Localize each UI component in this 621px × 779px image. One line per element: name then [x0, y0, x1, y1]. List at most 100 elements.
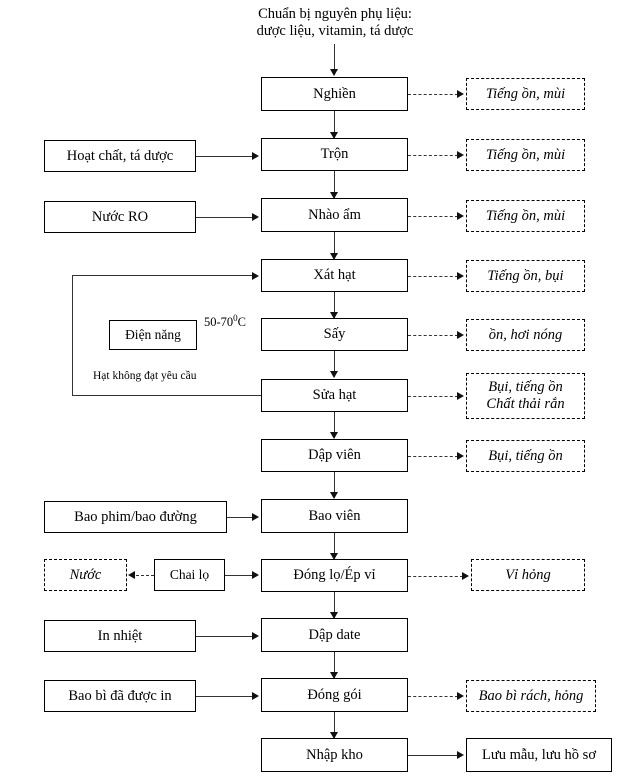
connector-nghien-waste [408, 94, 458, 95]
input-label: Điện năng [125, 327, 181, 343]
connector-say-suahat [334, 351, 336, 377]
process-step-label: Nhập kho [306, 746, 363, 763]
arrowhead-nghien-tron [329, 132, 338, 139]
waste-output-line: Nước [69, 566, 102, 583]
process-step-say[interactable]: Sấy [261, 318, 408, 351]
process-step-label: Nghiền [313, 85, 356, 102]
connector-nuocro-nhaoam [196, 216, 253, 218]
waste-output-say[interactable]: ồn, hơi nóng [466, 319, 585, 351]
process-step-bao-vien[interactable]: Bao viên [261, 499, 408, 533]
waste-output-line: Tiếng ồn, bụi [487, 267, 564, 284]
arrowhead-donggoi-nhapkho [329, 732, 338, 739]
input-in-nhiet[interactable]: In nhiệt [44, 620, 196, 652]
connector-suahat-dapvien [334, 412, 336, 438]
process-step-dong-goi[interactable]: Đóng gói [261, 678, 408, 712]
connector-nhaoam-waste [408, 216, 458, 217]
waste-output-xat-hat[interactable]: Tiếng ồn, bụi [466, 260, 585, 292]
connector-suahat-waste [408, 396, 458, 397]
process-step-tron[interactable]: Trộn [261, 138, 408, 171]
arrowhead-innhiet-dapdate [252, 631, 259, 640]
connector-baobi-donggoi [196, 695, 253, 697]
waste-output-dap-vien[interactable]: Bụi, tiếng ồn [466, 440, 585, 472]
arrowhead-dapdate-donggoi [329, 672, 338, 679]
waste-output-line: Tiếng ồn, mùi [485, 207, 566, 224]
process-step-sua-hat[interactable]: Sửa hạt [261, 379, 408, 412]
process-step-label: Đóng gói [307, 686, 362, 703]
input-label: Chai lọ [169, 567, 210, 583]
process-step-label: Trộn [320, 146, 349, 163]
connector-title-to-nghien [334, 44, 336, 75]
arrowhead-nuocro-nhaoam [252, 212, 259, 221]
connector-chailo-nuoc [136, 575, 154, 576]
input-bao-phim-bao-duong[interactable]: Bao phim/bao đường [44, 501, 227, 533]
arrowhead-dapvien-waste [457, 451, 464, 460]
temperature-annotation: 50-700C [204, 313, 246, 330]
process-step-label: Đóng lọ/Ép vỉ [293, 567, 376, 584]
waste-output-dong-lo[interactable]: Vỉ hỏng [471, 559, 585, 591]
connector-xathat-waste [408, 276, 458, 277]
waste-output-line: ồn, hơi nóng [488, 326, 563, 343]
waste-output-nuoc[interactable]: Nước [44, 559, 127, 591]
connector-tron-nhaoam [334, 171, 336, 198]
final-output-luu-mau[interactable]: Lưu mẫu, lưu hồ sơ [466, 738, 612, 772]
temperature-unit-label: C [237, 315, 247, 330]
process-step-dap-vien[interactable]: Dập viên [261, 439, 408, 472]
connector-donglo-waste [408, 576, 463, 577]
arrowhead-nhaoam-xathat [329, 253, 338, 260]
connector-nghien-tron [334, 111, 336, 138]
diagram-title: Chuẩn bị nguyên phụ liệu: dược liệu, vit… [231, 4, 439, 42]
connector-tron-waste [408, 155, 458, 156]
connector-dapdate-donggoi [334, 652, 336, 678]
arrowhead-suahat-waste [457, 391, 464, 400]
input-label: Bao bì đã được in [68, 687, 172, 704]
waste-output-sua-hat[interactable]: Bụi, tiếng ồn Chất thải rắn [466, 373, 585, 419]
process-step-label: Bao viên [308, 507, 361, 524]
input-hoat-chat-ta-duoc[interactable]: Hoạt chất, tá dược [44, 140, 196, 172]
process-step-nhap-kho[interactable]: Nhập kho [261, 738, 408, 772]
process-step-nghien[interactable]: Nghiền [261, 77, 408, 111]
arrowhead-nghien-waste [457, 89, 464, 98]
connector-innhiet-dapdate [196, 635, 253, 637]
input-label: Hoạt chất, tá dược [66, 147, 174, 164]
connector-donggoi-waste [408, 696, 458, 697]
arrowhead-recycle-to-xathat [252, 271, 259, 280]
recycle-loop-top-segment [72, 275, 254, 277]
waste-output-nhao-am[interactable]: Tiếng ồn, mùi [466, 200, 585, 232]
connector-nhapkho-luumau [408, 755, 458, 757]
recycle-loop-bottom-segment [72, 395, 262, 397]
arrowhead-suahat-dapvien [329, 432, 338, 439]
arrowhead-say-suahat [329, 371, 338, 378]
waste-output-nghien[interactable]: Tiếng ồn, mùi [466, 78, 585, 110]
connector-donglo-dapdate [334, 592, 336, 618]
connector-donggoi-nhapkho [334, 712, 336, 738]
arrowhead-nhapkho-luumau [457, 750, 464, 759]
input-nuoc-ro[interactable]: Nước RO [44, 201, 196, 233]
arrowhead-donglo-waste [462, 571, 469, 580]
connector-dapvien-baovien [334, 472, 336, 498]
waste-output-line: Tiếng ồn, mùi [485, 146, 566, 163]
process-step-xat-hat[interactable]: Xát hạt [261, 259, 408, 292]
process-step-dap-date[interactable]: Dập date [261, 618, 408, 652]
arrowhead-nhaoam-waste [457, 211, 464, 220]
waste-output-tron[interactable]: Tiếng ồn, mùi [466, 139, 585, 171]
waste-output-line: Vỉ hỏng [505, 566, 551, 583]
arrowhead-tron-waste [457, 150, 464, 159]
final-output-label: Lưu mẫu, lưu hồ sơ [481, 746, 596, 763]
arrowhead-baophim-baovien [252, 512, 259, 521]
process-step-label: Sấy [323, 326, 346, 343]
input-label: Nước RO [91, 208, 149, 225]
title-line-2: dược liệu, vitamin, tá dược [256, 23, 414, 39]
arrowhead-baobi-donggoi [252, 691, 259, 700]
temperature-value: 50-70 [204, 315, 234, 330]
arrowhead-xathat-waste [457, 271, 464, 280]
input-bao-bi-da-duoc-in[interactable]: Bao bì đã được in [44, 680, 196, 712]
waste-output-line: Bụi, tiếng ồn [488, 447, 563, 464]
input-chai-lo[interactable]: Chai lọ [154, 559, 225, 591]
process-step-nhao-am[interactable]: Nhào ẩm [261, 198, 408, 232]
waste-output-line: Chất thải rắn [486, 396, 565, 412]
process-step-dong-lo-ep-vi[interactable]: Đóng lọ/Ép vỉ [261, 559, 408, 592]
waste-output-dong-goi[interactable]: Bao bì rách, hỏng [466, 680, 596, 712]
connector-dapvien-waste [408, 456, 458, 457]
connector-baophim-baovien [227, 516, 253, 518]
input-dien-nang[interactable]: Điện năng [109, 320, 197, 350]
